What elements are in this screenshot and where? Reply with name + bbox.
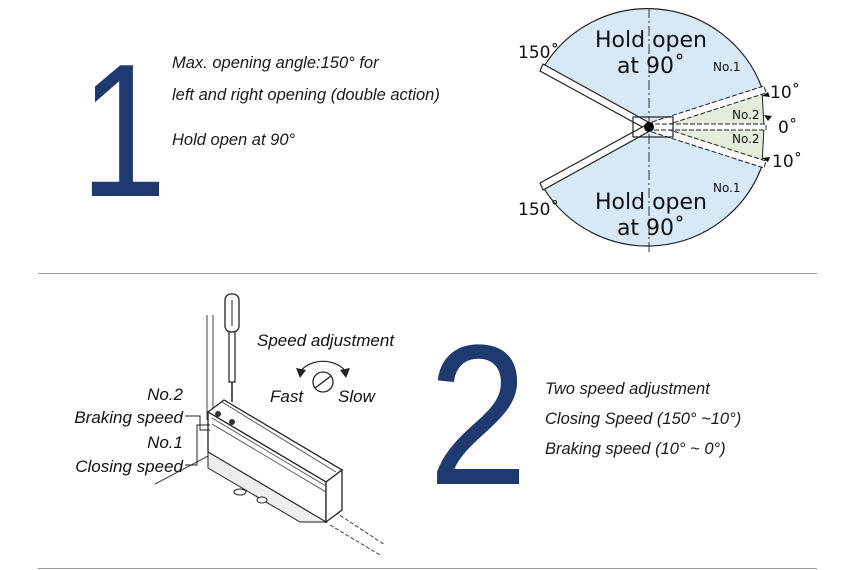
- section-divider-bottom: [38, 568, 817, 569]
- closing-speed-label: Closing speed: [75, 457, 183, 476]
- hinge-box: [632, 116, 674, 138]
- angle-150-bottom-label: 150˚: [518, 199, 559, 220]
- step-number-2: 2: [428, 304, 529, 527]
- opening-direction-text: left and right opening (double action): [172, 86, 440, 104]
- hold-open-top-line2: at 90˚: [617, 54, 685, 79]
- adjust-screw-icon: [312, 371, 334, 393]
- speed-adjustment-label: Speed adjustment: [257, 331, 395, 350]
- angle-150-top-label: 150˚: [518, 42, 559, 63]
- door-leaf-10-bottom: [651, 124, 767, 169]
- angle-10-top-label: 10˚: [770, 82, 800, 103]
- door-leaf-150-bottom: [539, 124, 649, 191]
- door-leaf-0: [647, 123, 767, 131]
- door-leaf-10-top: [651, 85, 767, 130]
- braking-speed-label: Braking speed: [74, 408, 183, 427]
- angle-0-label: 0˚: [778, 117, 797, 138]
- opening-angle-text: Max. opening angle:150° for: [172, 54, 379, 72]
- no1-bottom-label: No.1: [713, 181, 741, 195]
- hold-open-top-line1: Hold open: [595, 28, 707, 53]
- section-divider-top: [38, 273, 817, 274]
- arrow-0: [764, 115, 772, 121]
- no2-label: No.2: [147, 385, 183, 404]
- arrow-10-top: [762, 92, 770, 97]
- floor-spring-body: [206, 399, 344, 524]
- two-speed-text: Two speed adjustment: [545, 380, 710, 398]
- pivot-point: [644, 122, 654, 132]
- braking-speed-text: Braking speed (10° ~ 0°): [545, 440, 726, 458]
- hold-open-text: Hold open at 90°: [172, 131, 296, 149]
- fast-label: Fast: [270, 387, 304, 406]
- angle-10-bottom-label: 10˚: [772, 151, 802, 172]
- door-swing-diagram: Hold open at 90˚ Hold open at 90˚ 150˚ 1…: [518, 8, 802, 254]
- step-number-1: 1: [80, 25, 167, 237]
- hold-open-bottom-line1: Hold open: [595, 190, 707, 215]
- no2-top-label: No.2: [732, 108, 760, 122]
- no2-bottom-label: No.2: [732, 132, 760, 146]
- hold-open-bottom-line2: at 90˚: [617, 216, 685, 241]
- closing-speed-text: Closing Speed (150° ~10°): [545, 410, 742, 428]
- screwdriver-icon: [224, 293, 240, 402]
- no1-label: No.1: [147, 433, 183, 452]
- slow-label: Slow: [338, 387, 377, 406]
- arrow-10-bottom: [762, 157, 770, 162]
- no1-top-label: No.1: [713, 60, 741, 74]
- floor-spring-mechanism-diagram: Speed adjustment Fast Slow No.2 Braking …: [74, 293, 395, 556]
- rotate-arrows-icon: [296, 360, 350, 378]
